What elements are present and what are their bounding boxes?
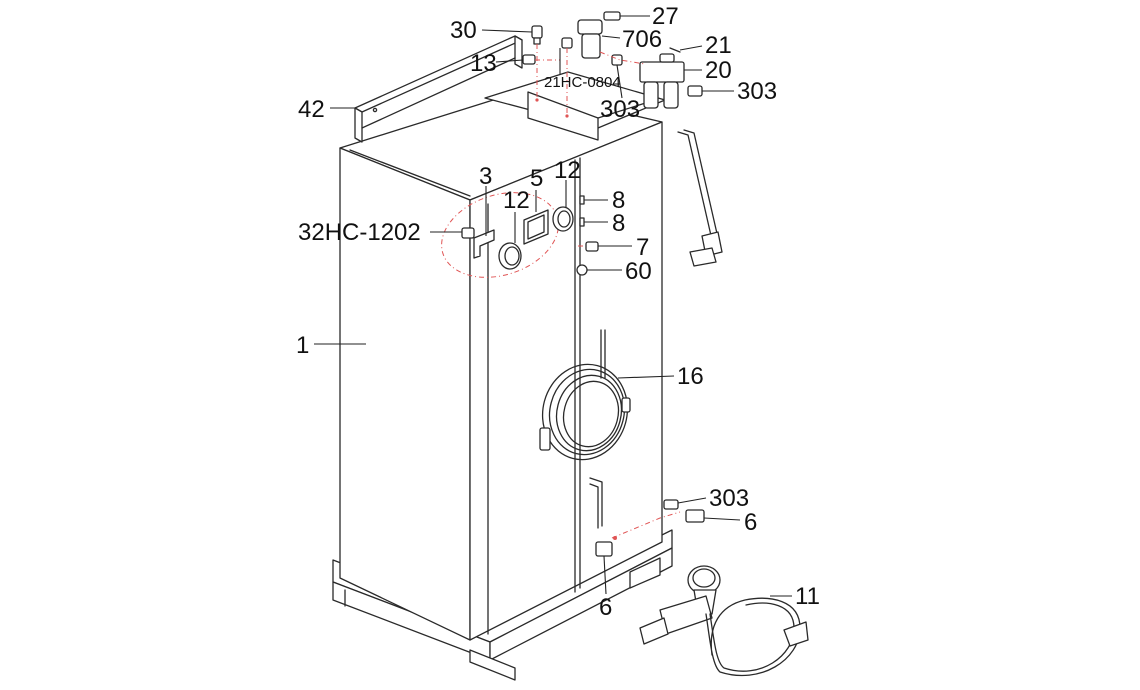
callout-12-right: 12 xyxy=(554,157,581,184)
front-controls xyxy=(441,192,599,278)
callout-20: 20 xyxy=(705,57,732,84)
callout-42: 42 xyxy=(298,96,325,123)
callout-27: 27 xyxy=(652,3,679,30)
callout-21hc-0804: 21HC-0804 xyxy=(544,74,621,91)
callout-30: 30 xyxy=(450,17,477,44)
tank-body xyxy=(339,71,666,641)
callout-21: 21 xyxy=(705,32,732,59)
callout-5: 5 xyxy=(530,165,543,192)
leader-lines xyxy=(314,15,792,597)
callout-303-top: 303 xyxy=(600,96,640,123)
callout-303-top-right: 303 xyxy=(737,78,777,105)
callout-303-low: 303 xyxy=(709,485,749,512)
callout-16: 16 xyxy=(677,363,704,390)
callout-labels: 30 27 706 21 13 20 21HC-0804 303 303 42 … xyxy=(296,3,820,621)
spray-gun xyxy=(639,565,809,677)
callout-6-bottom: 6 xyxy=(599,594,612,621)
callout-7: 7 xyxy=(636,234,649,261)
callout-706: 706 xyxy=(622,26,662,53)
callout-8-b: 8 xyxy=(612,210,625,237)
top-fittings xyxy=(522,11,703,118)
callout-13: 13 xyxy=(470,50,497,77)
callout-11: 11 xyxy=(795,583,820,610)
callout-32hc-1202: 32HC-1202 xyxy=(298,219,421,246)
callout-8-a: 8 xyxy=(612,187,625,214)
callout-6-right: 6 xyxy=(744,509,757,536)
callout-12-left: 12 xyxy=(503,187,530,214)
lower-fittings xyxy=(595,499,705,557)
callout-3: 3 xyxy=(479,163,492,190)
power-cable xyxy=(677,129,723,267)
hose-coil xyxy=(539,329,631,529)
callout-60: 60 xyxy=(625,258,652,285)
callout-1: 1 xyxy=(296,332,309,359)
